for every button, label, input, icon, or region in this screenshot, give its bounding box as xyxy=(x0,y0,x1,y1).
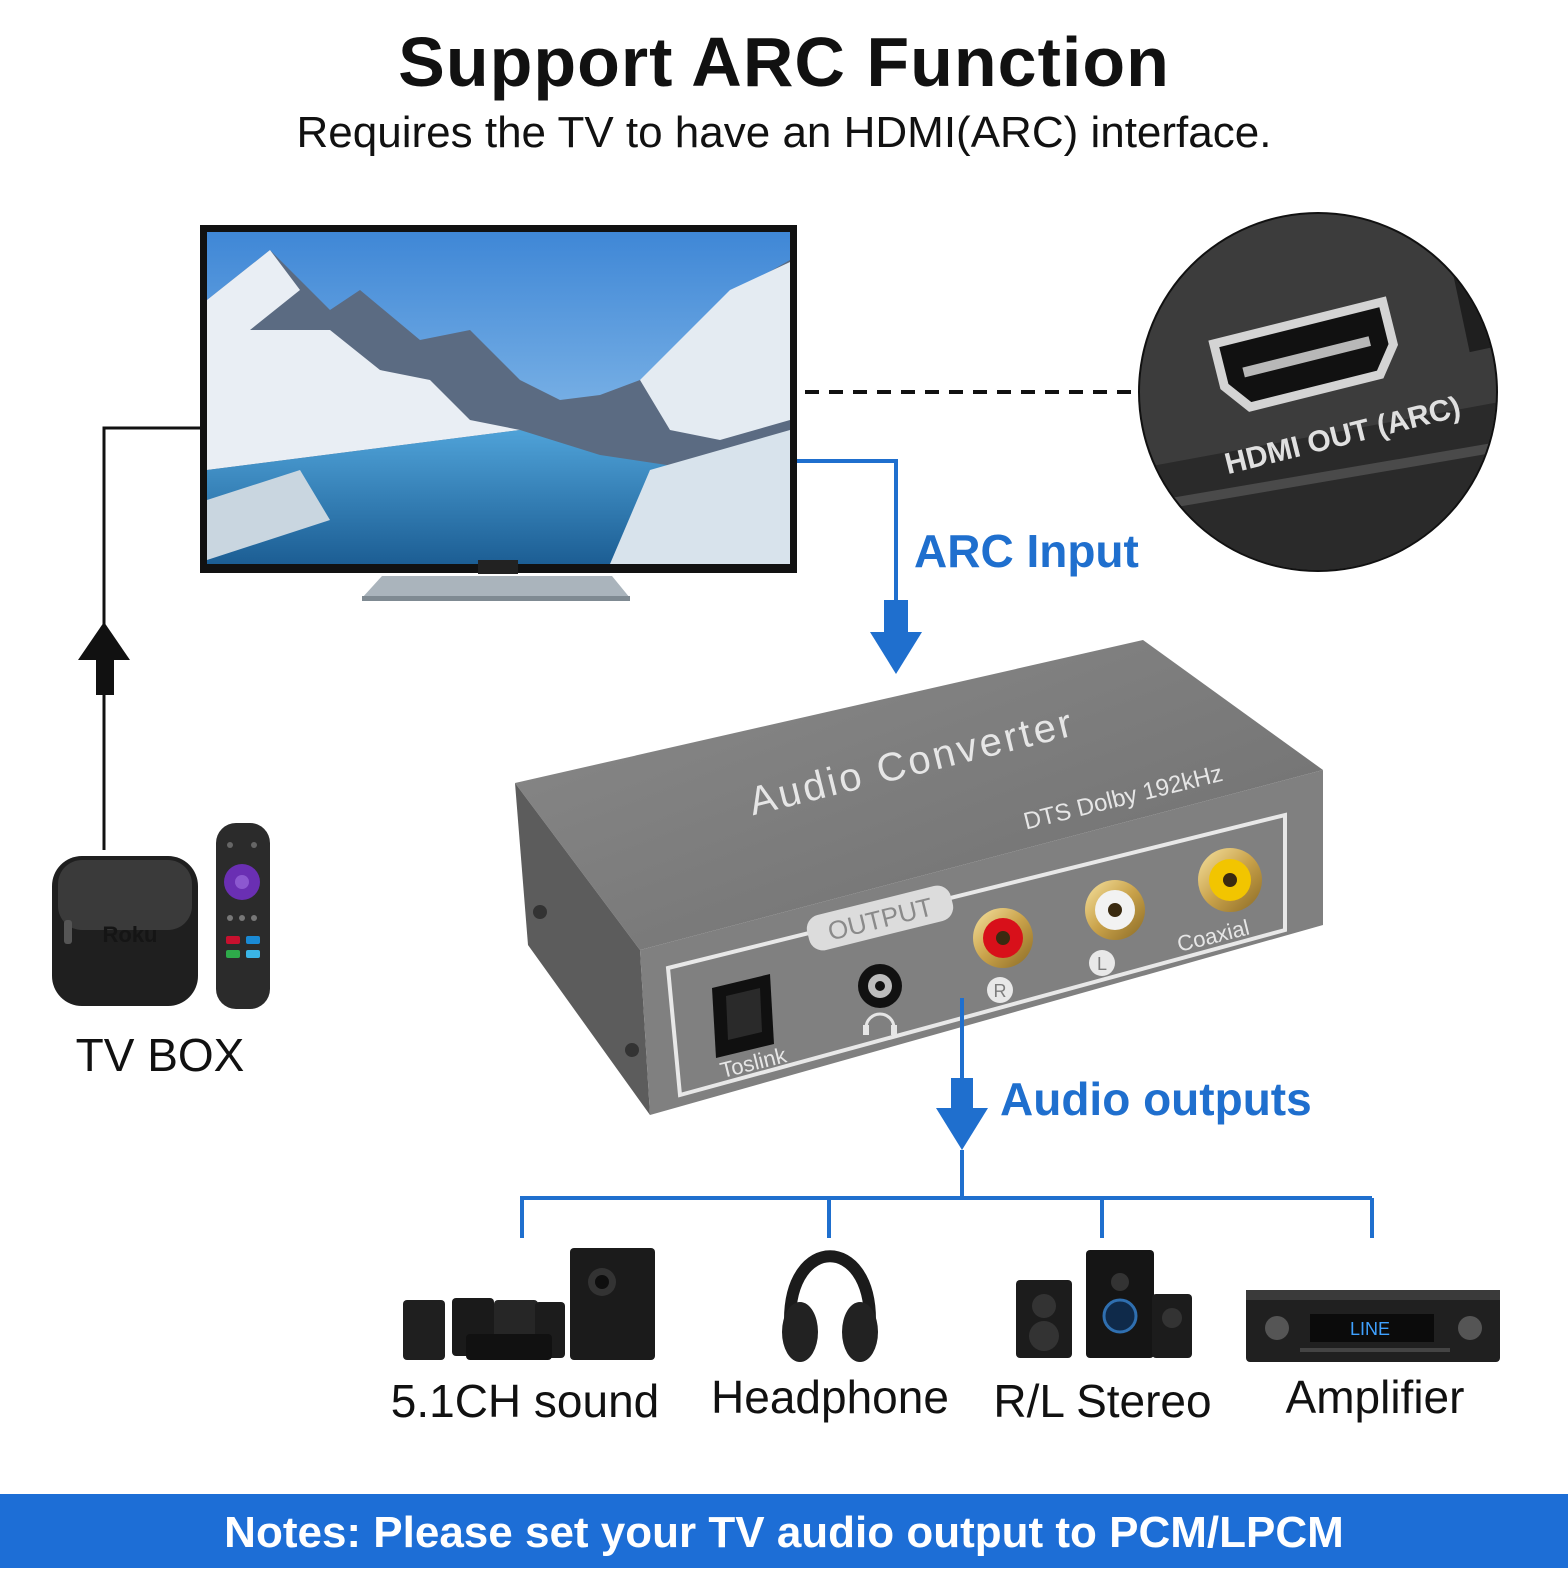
tv-neck xyxy=(478,560,518,574)
down-arrow-icon xyxy=(870,632,922,674)
tv-box-label: TV BOX xyxy=(75,1029,245,1081)
rca-right-port: R xyxy=(973,908,1033,1003)
page-subtitle: Requires the TV to have an HDMI(ARC) int… xyxy=(296,108,1272,157)
page-title: Support ARC Function xyxy=(398,23,1170,101)
output-label-amplifier: Amplifier xyxy=(1285,1371,1465,1423)
amplifier-display: LINE xyxy=(1350,1319,1390,1339)
headphone-icon xyxy=(864,1012,896,1029)
roku-box: Roku xyxy=(52,856,198,1006)
output-label-headphone: Headphone xyxy=(711,1371,949,1423)
rca-right-label: R xyxy=(994,981,1007,1001)
arc-input-arrow xyxy=(797,459,922,674)
notes-banner: Notes: Please set your TV audio output t… xyxy=(0,1494,1568,1568)
audio-outputs-tree xyxy=(520,998,1374,1238)
headphone-jack xyxy=(858,964,902,1035)
rca-left-label: L xyxy=(1097,954,1107,974)
audio-outputs-label: Audio outputs xyxy=(1000,1073,1312,1125)
audio-converter: Audio Converter DTS Dolby 192kHz OUTPUT … xyxy=(515,640,1323,1115)
up-arrow-icon xyxy=(78,622,130,660)
down-arrow-icon xyxy=(936,1108,988,1150)
tvbox-connection xyxy=(78,426,200,850)
tv-screen xyxy=(207,232,790,564)
amplifier-icon: LINE xyxy=(1246,1290,1500,1362)
tv xyxy=(200,225,797,601)
roku-logo: Roku xyxy=(103,922,158,947)
hdmi-port-closeup: HDMI OUT (ARC) xyxy=(1138,212,1498,572)
converter-top xyxy=(515,640,1323,950)
output-label-51ch: 5.1CH sound xyxy=(390,1375,660,1427)
surround-speakers-icon xyxy=(403,1248,655,1360)
rca-left-port: L xyxy=(1085,880,1145,976)
arc-input-label: ARC Input xyxy=(914,525,1139,577)
stereo-speakers-icon xyxy=(1016,1250,1192,1358)
headphones-icon xyxy=(782,1250,878,1362)
converter-side xyxy=(515,783,650,1115)
roku-remote xyxy=(216,823,270,1009)
output-label-stereo: R/L Stereo xyxy=(993,1375,1212,1427)
tv-stand xyxy=(362,576,630,598)
hdmi-port-icon xyxy=(1208,296,1399,412)
